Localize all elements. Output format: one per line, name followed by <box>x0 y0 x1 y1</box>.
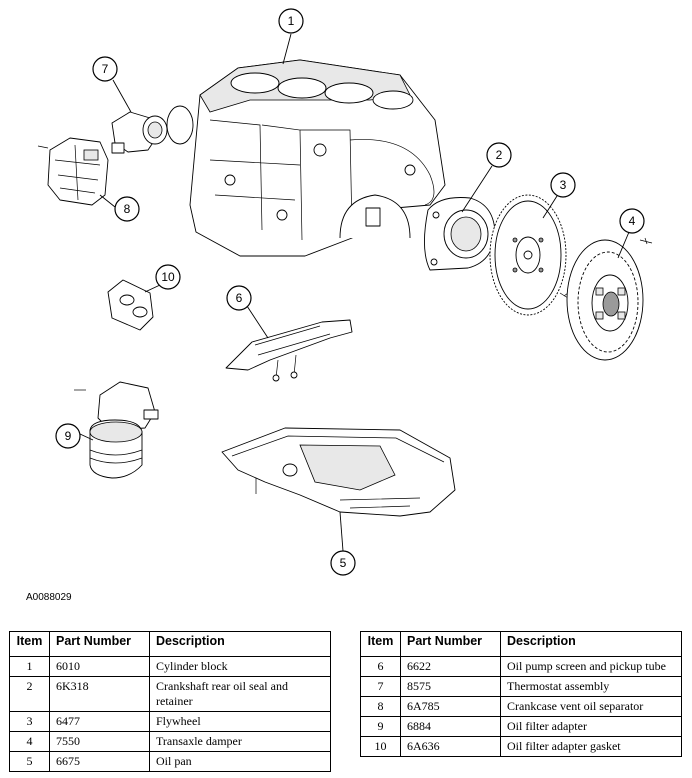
callout-9-label: 9 <box>65 429 72 443</box>
header-part-number: Part Number <box>400 631 501 657</box>
item-cell: 6 <box>360 656 401 677</box>
item-cell: 4 <box>9 731 50 752</box>
part-number-cell: 6477 <box>49 711 150 732</box>
callout-3: 3 <box>550 172 576 198</box>
table-row: 5 6675 Oil pan <box>9 751 331 772</box>
cylinder-block-drawing <box>189 59 446 257</box>
table-row: 7 8575 Thermostat assembly <box>360 676 682 697</box>
callout-7-label: 7 <box>102 62 109 76</box>
item-cell: 7 <box>360 676 401 697</box>
table-header-row: Item Part Number Description <box>9 631 331 657</box>
part-number-cell: 8575 <box>400 676 501 697</box>
description-cell: Flywheel <box>149 711 331 732</box>
description-cell: Crankshaft rear oil seal and retainer <box>149 676 331 712</box>
callout-2-label: 2 <box>496 148 503 162</box>
table-row: 6 6622 Oil pump screen and pickup tube <box>360 656 682 677</box>
item-cell: 2 <box>9 676 50 712</box>
callout-5-label: 5 <box>340 556 347 570</box>
oil-pan-drawing <box>221 427 456 517</box>
callout-2: 2 <box>486 142 512 168</box>
part-number-cell: 6884 <box>400 716 501 737</box>
item-cell: 9 <box>360 716 401 737</box>
callout-6-label: 6 <box>236 291 243 305</box>
header-part-number: Part Number <box>49 631 150 657</box>
table-row: 9 6884 Oil filter adapter <box>360 716 682 737</box>
description-cell: Crankcase vent oil separator <box>500 696 682 717</box>
callout-5: 5 <box>330 550 356 576</box>
callout-6: 6 <box>226 285 252 311</box>
header-description: Description <box>500 631 682 657</box>
callout-1-label: 1 <box>288 14 295 28</box>
thermostat-assembly-drawing <box>111 105 194 154</box>
callout-10-label: 10 <box>161 270 175 284</box>
flywheel-drawing <box>489 194 569 316</box>
oil-filter-adapter-gasket-drawing <box>107 279 154 331</box>
callout-8-label: 8 <box>124 202 131 216</box>
item-cell: 10 <box>360 736 401 757</box>
item-cell: 3 <box>9 711 50 732</box>
description-cell: Oil filter adapter <box>500 716 682 737</box>
callout-3-label: 3 <box>560 178 567 192</box>
parts-table-right: Item Part Number Description 6 6622 Oil … <box>360 631 682 757</box>
description-cell: Oil pump screen and pickup tube <box>500 656 682 677</box>
callout-1: 1 <box>278 8 304 34</box>
header-description: Description <box>149 631 331 657</box>
part-number-cell: 6K318 <box>49 676 150 712</box>
part-number-cell: 6A636 <box>400 736 501 757</box>
transaxle-damper-drawing <box>566 237 653 361</box>
description-cell: Thermostat assembly <box>500 676 682 697</box>
item-cell: 8 <box>360 696 401 717</box>
oil-filter-adapter-drawing <box>74 381 159 479</box>
item-cell: 5 <box>9 751 50 772</box>
table-row: 10 6A636 Oil filter adapter gasket <box>360 736 682 757</box>
header-item: Item <box>360 631 401 657</box>
oil-pump-pickup-tube-drawing <box>225 319 353 382</box>
description-cell: Cylinder block <box>149 656 331 677</box>
header-item: Item <box>9 631 50 657</box>
figure-code: A0088029 <box>26 592 72 603</box>
part-number-cell: 6010 <box>49 656 150 677</box>
table-row: 8 6A785 Crankcase vent oil separator <box>360 696 682 717</box>
table-header-row: Item Part Number Description <box>360 631 682 657</box>
part-number-cell: 6622 <box>400 656 501 677</box>
part-number-cell: 7550 <box>49 731 150 752</box>
callout-10: 10 <box>155 264 181 290</box>
callout-7: 7 <box>92 56 118 82</box>
callout-9: 9 <box>55 423 81 449</box>
table-row: 3 6477 Flywheel <box>9 711 331 732</box>
table-row: 2 6K318 Crankshaft rear oil seal and ret… <box>9 676 331 712</box>
table-row: 4 7550 Transaxle damper <box>9 731 331 752</box>
leader-lines <box>79 33 630 552</box>
description-cell: Transaxle damper <box>149 731 331 752</box>
item-cell: 1 <box>9 656 50 677</box>
exploded-view-diagram: 1 2 3 4 5 6 7 8 9 10 <box>37 8 653 576</box>
part-number-cell: 6A785 <box>400 696 501 717</box>
callout-4: 4 <box>619 208 645 234</box>
description-cell: Oil filter adapter gasket <box>500 736 682 757</box>
description-cell: Oil pan <box>149 751 331 772</box>
parts-table-left: Item Part Number Description 1 6010 Cyli… <box>9 631 331 772</box>
callout-4-label: 4 <box>629 214 636 228</box>
table-row: 1 6010 Cylinder block <box>9 656 331 677</box>
rear-oil-seal-retainer-drawing <box>424 197 496 271</box>
part-number-cell: 6675 <box>49 751 150 772</box>
crankcase-vent-oil-separator-drawing <box>37 137 109 206</box>
callout-8: 8 <box>114 196 140 222</box>
